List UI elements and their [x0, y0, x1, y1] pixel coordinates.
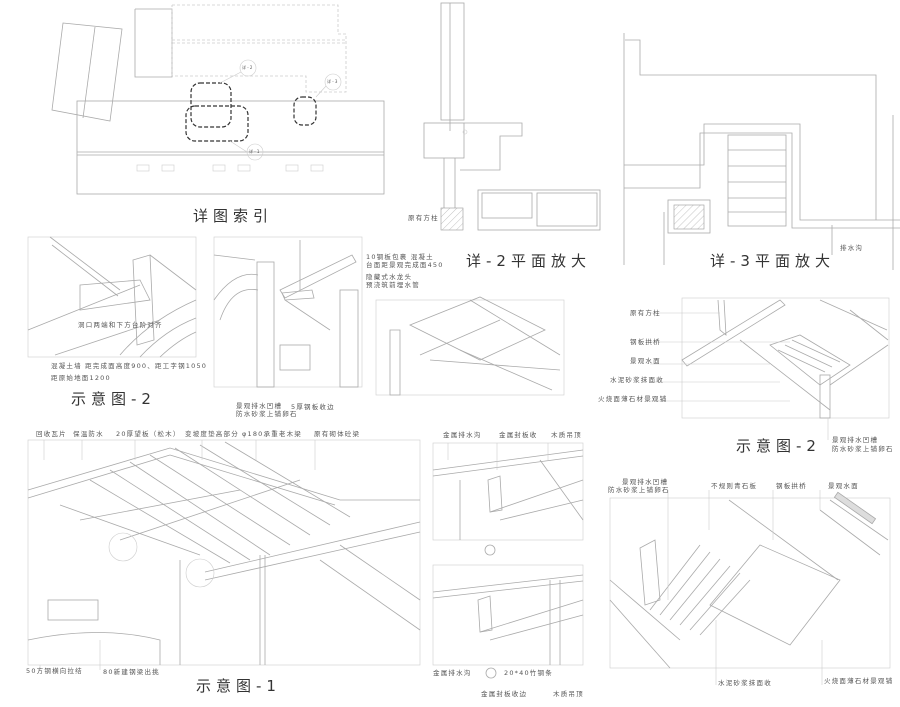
water-surface-plane: [709, 544, 841, 646]
callout-label-2: 详-2: [242, 65, 254, 70]
d2r-note-stone-paving: 火烧面薄石材景观铺: [598, 395, 668, 403]
d3-note-bridge: 钢板拱桥: [776, 482, 807, 490]
detail3-plan-drawing: [623, 33, 900, 270]
d1-note-tiles: 回收瓦片: [36, 430, 67, 438]
existing-column-hatch-3: [673, 204, 705, 230]
d1-note-steel-tie: 50方钢横向拉结: [26, 667, 83, 675]
d1-note-slope: 变坡度垫高部分: [185, 430, 239, 438]
detail2-plan-title: 详-2平面放大: [466, 252, 591, 270]
detail-zoom-circle-1: [108, 532, 138, 562]
d1-note-masonry: 原有砌体砼梁: [314, 430, 361, 438]
detail-callout-zone-1: [185, 105, 249, 142]
diagram1-title: 示意图-1: [196, 677, 281, 695]
d2l-note-drain-groove: 景观排水凹槽: [236, 402, 283, 410]
detail-callout-zone-3: [293, 96, 317, 126]
ds-bottom-note-gutter: 金属排水沟: [433, 669, 472, 677]
d3-note-pebbles: 防水砂浆上铺卵石: [608, 486, 670, 494]
d2r-note-mortar: 水泥砂浆抹面收: [610, 376, 664, 384]
diagram2-left-title: 示意图-2: [71, 390, 156, 408]
d2r-note-pebbles: 防水砂浆上铺卵石: [832, 445, 894, 453]
section-marker-2: [485, 667, 497, 679]
diagram3-drawing: [609, 490, 891, 685]
d2l-note-opening: 洞口两端和下方台阶对齐: [78, 321, 163, 329]
ds-top-note-ceiling: 木质吊顶: [551, 431, 582, 439]
d1-note-insulation: 保温防水: [73, 430, 104, 438]
detail2-note-existing-column: 原有方柱: [408, 214, 439, 222]
ds-top-note-flashing: 金属封板收: [499, 431, 538, 439]
diagram2-right-drawing: [650, 297, 890, 440]
detail2-plan-drawing: [423, 2, 601, 231]
callout-label-3: 详-3: [327, 79, 339, 84]
section-marker-1: [484, 544, 496, 556]
d2l-note-ground: 距原始地面1200: [51, 374, 111, 382]
d3-note-drain-groove: 景观排水凹槽: [622, 478, 669, 486]
d2l-note-table-height: 台面距景观完成面450: [366, 261, 444, 269]
detail3-plan-title: 详-3平面放大: [710, 252, 835, 270]
detail-zoom-circle-2: [185, 558, 215, 588]
ds-bottom-note-bamboo: 20*40竹钢条: [504, 669, 553, 677]
d2l-note-pebbles: 防水砂浆上铺卵石: [236, 410, 298, 418]
callout-label-1: 详-1: [249, 149, 261, 154]
d2l-note-hidden-tap: 隐藏式水龙头: [366, 273, 413, 281]
main-building-outline: [76, 100, 385, 195]
ds-top-note-gutter: 金属排水沟: [443, 431, 482, 439]
d2r-note-bridge: 钢板拱桥: [630, 338, 661, 346]
detail-sections-drawing: [432, 442, 584, 679]
d1-note-sheathing: 20厚望板（松木）: [116, 430, 181, 438]
index-plan-title: 详图索引: [193, 207, 274, 225]
d1-note-beam: φ180承重老木梁: [242, 430, 302, 438]
ds-bottom-note-ceiling: 木质吊顶: [553, 690, 584, 698]
d2r-note-existing-column: 原有方柱: [630, 309, 661, 317]
diagram1-drawing: [27, 439, 421, 670]
d2r-note-water: 景观水面: [630, 357, 661, 365]
d1-note-cantilever: 80新建钢梁出挑: [103, 668, 160, 676]
d3-note-mortar: 水泥砂浆抹面收: [718, 679, 772, 687]
diagram2-left-drawing: [27, 236, 565, 396]
d3-note-bluestone: 不规则青石板: [711, 482, 758, 490]
index-plan-drawing: [51, 4, 385, 195]
d2l-note-steel-edge: 5厚钢板收边: [291, 403, 335, 411]
d2l-note-wall-height: 混凝土墙 距完成面高度900、距工字钢1050: [51, 362, 208, 370]
d3-note-water: 景观水面: [828, 482, 859, 490]
detail3-note-drain: 排水沟: [840, 244, 864, 252]
d2l-note-pipe: 预浇筑前埋水管: [366, 281, 420, 289]
steps-plan: [727, 134, 787, 227]
detail-callout-zone-2: [190, 82, 232, 128]
annex-building-outline: [51, 22, 123, 122]
d2l-note-steel-wrap: 10钢板包裹 混凝土: [366, 253, 434, 261]
callout-bubble-3: [324, 73, 342, 91]
diagram2-right-title: 示意图-2: [736, 437, 821, 455]
ds-bottom-note-flashing: 金属封板收边: [481, 690, 528, 698]
callout-bubble-2: [239, 59, 257, 77]
d3-note-stone-paving: 火烧面薄石材景观铺: [824, 677, 894, 685]
existing-column-hatch: [440, 207, 464, 231]
d2r-note-drain-groove: 景观排水凹槽: [832, 436, 879, 444]
